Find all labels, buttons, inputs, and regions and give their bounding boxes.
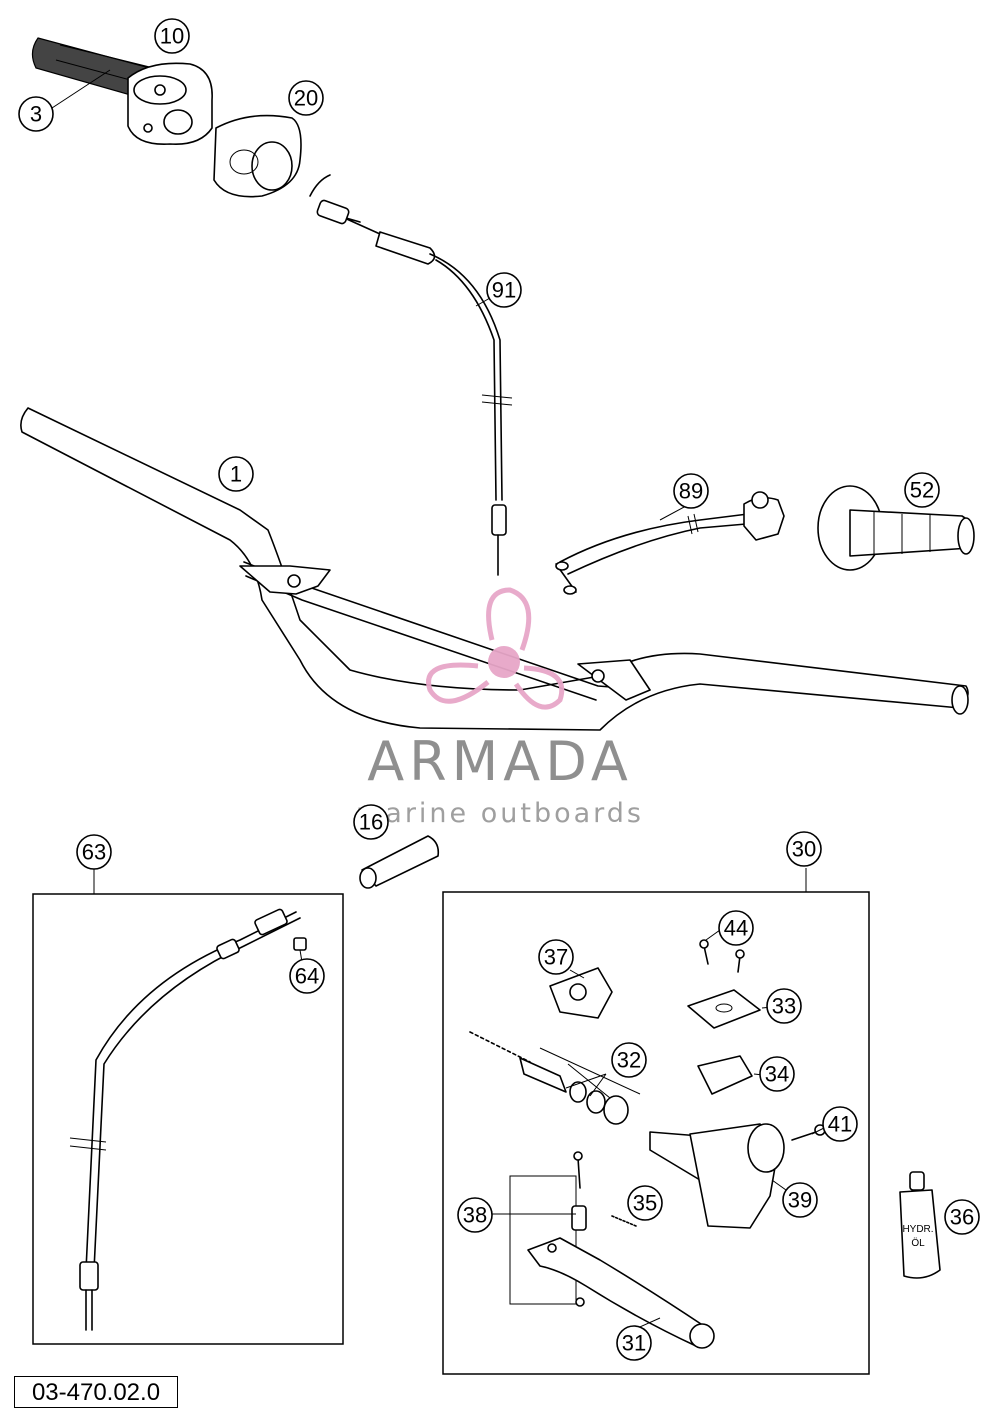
propeller-icon [426,587,565,710]
svg-text:16: 16 [359,810,383,835]
brand-tagline: marine outboards [356,798,644,829]
svg-text:3: 3 [30,102,42,127]
svg-text:33: 33 [772,994,796,1019]
callout-89: 89 [673,473,709,509]
svg-text:30: 30 [792,837,816,862]
svg-text:64: 64 [295,964,319,989]
callout-38: 38 [457,1197,493,1233]
svg-text:41: 41 [828,1112,852,1137]
svg-text:36: 36 [950,1205,974,1230]
svg-text:38: 38 [463,1203,487,1228]
throttle-cable [309,174,513,576]
callout-31: 31 [616,1325,652,1361]
svg-text:91: 91 [492,278,516,303]
svg-text:37: 37 [544,945,568,970]
callout-20: 20 [288,80,324,116]
handlebar [20,407,969,731]
callout-30: 30 [786,831,822,867]
callout-33: 33 [766,988,802,1024]
armada-watermark: ARMADA marine outboards [356,587,644,829]
drawing-number: 03-470.02.0 [31,1379,161,1406]
callout-32: 32 [611,1042,647,1078]
callout-16: 16 [353,804,389,840]
svg-text:34: 34 [765,1062,789,1087]
callout-44: 44 [718,910,754,946]
svg-text:63: 63 [82,840,106,865]
callout-41: 41 [822,1106,858,1142]
svg-text:10: 10 [160,24,184,49]
callout-1: 1 [218,456,254,492]
svg-text:20: 20 [294,86,318,111]
callout-37: 37 [538,939,574,975]
brand-name: ARMADA [367,730,633,793]
clutch-cable-box [32,868,344,1345]
brake-master-cylinder-box [442,868,870,1375]
svg-text:32: 32 [617,1048,641,1073]
callout-35: 35 [627,1185,663,1221]
left-grip [817,485,975,571]
callout-39: 39 [782,1182,818,1218]
callout-52: 52 [904,472,940,508]
bar-end-plug [359,835,440,889]
svg-text:89: 89 [679,479,703,504]
svg-text:52: 52 [910,478,934,503]
hydraulic-oil-bottle: HYDR. ÖL [899,1171,941,1279]
callout-91: 91 [486,272,522,308]
svg-text:31: 31 [622,1331,646,1356]
kill-switch [555,491,785,595]
callout-3: 3 [18,96,54,132]
callout-63: 63 [76,834,112,870]
bottle-label-line1: HYDR. [902,1224,933,1235]
svg-text:35: 35 [633,1191,657,1216]
bottle-label-line2: ÖL [911,1237,925,1249]
callout-36: 36 [944,1199,980,1235]
throttle-housing-cover [213,114,302,198]
svg-text:39: 39 [788,1188,812,1213]
drawing-number-box: 03-470.02.0 [14,1376,178,1408]
throttle-grip [31,37,213,145]
callout-10: 10 [154,18,190,54]
svg-text:44: 44 [724,916,748,941]
callout-34: 34 [759,1056,795,1092]
svg-text:1: 1 [230,462,242,487]
callout-64: 64 [289,958,325,994]
